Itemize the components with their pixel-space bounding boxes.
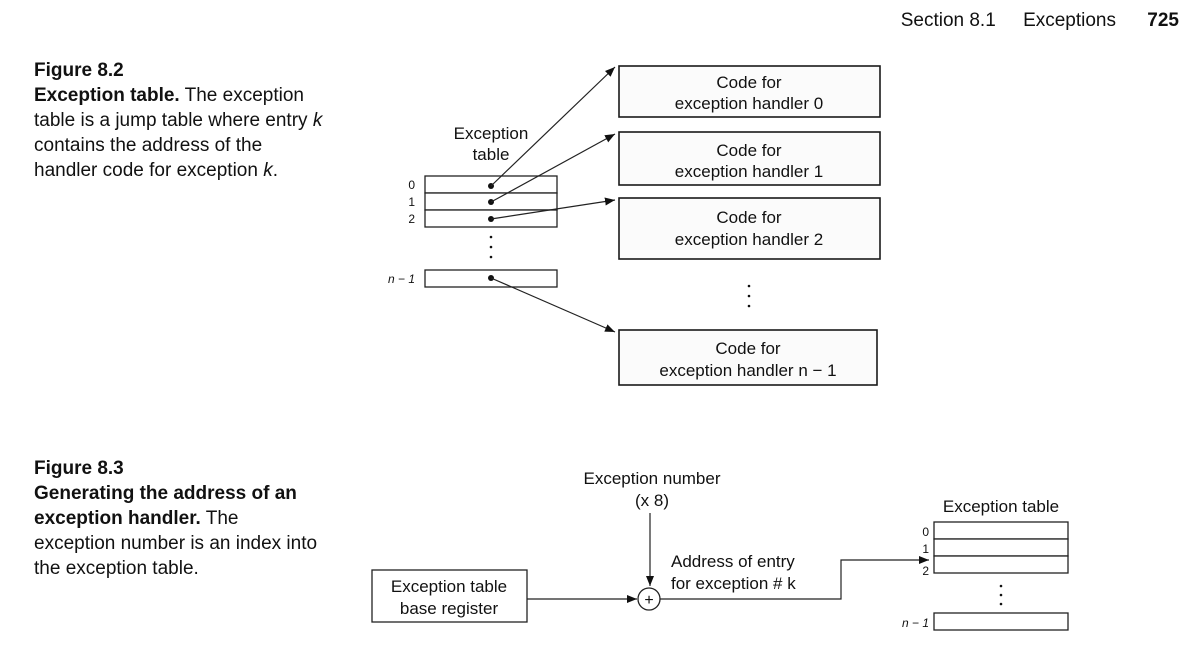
base-register-line2: base register xyxy=(400,599,499,618)
vertical-ellipsis xyxy=(999,584,1003,606)
figure-8-2-diagram: Exception table 0 1 2 n − 1 Code for exc… xyxy=(388,65,881,386)
handler-2-line1: Code for xyxy=(716,208,782,227)
index-label-2: 2 xyxy=(408,212,415,226)
figure-8-2-body-1: The exception table is a jump table wher… xyxy=(34,85,313,131)
exception-table-label: Exception table xyxy=(943,497,1059,516)
figure-8-2-body-3: . xyxy=(272,160,278,181)
handler-2-line2: exception handler 2 xyxy=(675,230,823,249)
section-title: Exceptions xyxy=(1023,10,1117,31)
address-entry-line2: for exception # k xyxy=(671,574,796,593)
exception-number-line1: Exception number xyxy=(583,469,720,488)
figure-8-3-diagram: Exception number (x 8) Exception table b… xyxy=(371,469,1069,631)
figure-8-3-title: Generating the address of an exception h… xyxy=(34,483,297,529)
handler-0-line2: exception handler 0 xyxy=(675,94,823,113)
exception-table-label-line2: table xyxy=(473,145,510,164)
index-label-2: 2 xyxy=(922,564,929,578)
figure-8-2-caption: Figure 8.2 Exception table. The exceptio… xyxy=(34,58,324,183)
handler-box-1 xyxy=(618,131,881,186)
index-label-1: 1 xyxy=(922,542,929,556)
vertical-ellipsis xyxy=(489,235,493,259)
figure-8-3-caption: Figure 8.3 Generating the address of an … xyxy=(34,456,324,581)
figure-8-2-body-2: contains the address of the handler code… xyxy=(34,135,264,181)
index-label-0: 0 xyxy=(922,525,929,539)
exception-table-label-line1: Exception xyxy=(454,124,529,143)
pointer-arrow-n-minus-1 xyxy=(490,277,616,333)
figure-8-2-k-2: k xyxy=(263,160,273,181)
section-number: Section 8.1 xyxy=(900,10,996,31)
pointer-arrow-2 xyxy=(490,197,616,220)
table-entry-0 xyxy=(933,521,1069,540)
base-register-line1: Exception table xyxy=(391,577,507,596)
table-entry-2 xyxy=(933,555,1069,574)
handler-box-2 xyxy=(618,197,881,260)
handler-1-line2: exception handler 1 xyxy=(675,162,823,181)
figure-8-3-label: Figure 8.3 xyxy=(34,458,124,479)
handler-1-line1: Code for xyxy=(716,141,782,160)
figure-8-2-label: Figure 8.2 xyxy=(34,60,124,81)
handler-n-minus-1-line2: exception handler n − 1 xyxy=(659,361,836,380)
index-label-0: 0 xyxy=(408,178,415,192)
index-label-n-minus-1: n − 1 xyxy=(388,272,415,286)
page-number: 725 xyxy=(1147,10,1179,31)
handler-0-line1: Code for xyxy=(716,73,782,92)
figure-8-2-title: Exception table. xyxy=(34,85,180,106)
index-label-n-minus-1: n − 1 xyxy=(902,616,929,630)
table-entry-1 xyxy=(933,538,1069,557)
address-entry-line1: Address of entry xyxy=(671,552,795,571)
handler-box-0 xyxy=(618,65,881,118)
adder-plus: + xyxy=(644,592,653,609)
pointer-arrow-1 xyxy=(490,133,616,203)
handler-n-minus-1-line1: Code for xyxy=(715,339,781,358)
index-label-1: 1 xyxy=(408,195,415,209)
base-register-box xyxy=(371,569,528,623)
handler-box-n-minus-1 xyxy=(618,329,878,386)
figure-8-3-body: The exception number is an index into th… xyxy=(34,508,318,579)
table-entry-n-minus-1 xyxy=(933,612,1069,631)
running-header: Section 8.1 Exceptions 725 xyxy=(901,10,1179,32)
exception-number-line2: (x 8) xyxy=(635,491,669,510)
pointer-arrow-0 xyxy=(490,66,616,187)
figure-8-2-k-1: k xyxy=(312,110,323,131)
handler-ellipsis xyxy=(747,284,751,308)
address-to-table-arrow xyxy=(660,556,929,600)
